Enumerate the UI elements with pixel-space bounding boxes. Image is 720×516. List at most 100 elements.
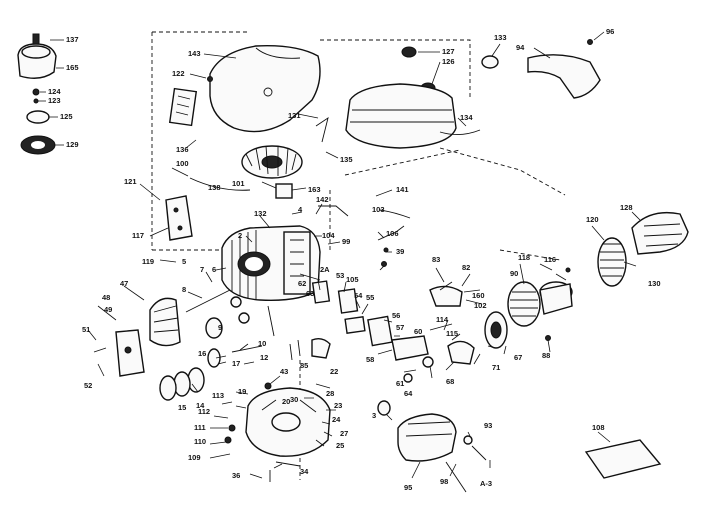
part-label-2: 2 [238, 231, 242, 240]
part-label-62: 62 [298, 279, 306, 288]
part-label-61: 61 [396, 379, 404, 388]
part-label-5: 5 [182, 257, 186, 266]
part-label-131: 131 [288, 111, 301, 120]
part-label-6: 6 [212, 265, 216, 274]
part-label-138: 138 [208, 183, 221, 192]
piston-crank-assembly [115, 289, 263, 401]
part-label-130: 130 [648, 279, 661, 288]
part-label-128: 128 [620, 203, 633, 212]
part-label-116: 116 [544, 255, 556, 264]
part-label-48: 48 [102, 293, 110, 302]
part-label-56: 56 [392, 311, 400, 320]
part-label-43: 43 [280, 367, 288, 376]
part-label-108: 108 [592, 423, 605, 432]
part-label-3: 3 [372, 411, 376, 420]
engine-block [165, 195, 411, 301]
part-label-12: 12 [260, 353, 268, 362]
part-label-16: 16 [198, 349, 206, 358]
part-label-123: 123 [48, 96, 61, 105]
part-label-129: 129 [66, 140, 79, 149]
part-label-132: 132 [254, 209, 267, 218]
part-label-67: 67 [514, 353, 522, 362]
air-filter-assembly [377, 400, 662, 493]
part-label-63: 63 [306, 289, 314, 298]
part-label-114: 114 [436, 315, 449, 324]
part-label-136: 136 [176, 145, 189, 154]
part-label-36: 36 [232, 471, 240, 480]
flywheel [189, 145, 303, 199]
part-label-117: 117 [132, 231, 144, 240]
part-label-101: 101 [232, 179, 245, 188]
part-label-2A: 2A [320, 265, 330, 274]
leader-lines [38, 31, 641, 479]
part-label-143: 143 [188, 49, 201, 58]
part-label-122: 122 [172, 69, 185, 78]
part-label-82: 82 [462, 263, 470, 272]
part-label-102: 102 [474, 301, 487, 310]
part-label-99: 99 [342, 237, 350, 246]
part-label-98: 98 [440, 477, 448, 486]
part-label-85: 85 [300, 361, 308, 370]
part-label-134: 134 [460, 113, 473, 122]
part-label-113: 113 [212, 391, 224, 400]
part-label-53: 53 [336, 271, 344, 280]
part-label-112: 112 [198, 407, 210, 416]
owners-manual [584, 439, 662, 479]
part-label-127: 127 [442, 47, 455, 56]
part-label-8: 8 [182, 285, 186, 294]
part-label-100: 100 [176, 159, 189, 168]
part-label-96: 96 [606, 27, 614, 36]
part-label-94: 94 [516, 43, 525, 52]
part-label-20: 20 [282, 397, 290, 406]
part-label-10: 10 [258, 339, 266, 348]
part-label-135: 135 [340, 155, 353, 164]
part-label-103: 103 [372, 205, 385, 214]
part-label-58: 58 [366, 355, 374, 364]
part-label-19: 19 [238, 387, 246, 396]
muffler-assembly [484, 211, 689, 349]
part-label-165: 165 [66, 63, 79, 72]
part-number-labels: 137 165 124 123 125 129 143 122 136 127 … [48, 27, 661, 492]
part-label-133: 133 [494, 33, 507, 42]
part-label-25: 25 [336, 441, 344, 450]
part-label-93: 93 [484, 421, 492, 430]
part-label-68: 68 [446, 377, 454, 386]
part-label-95: 95 [404, 483, 412, 492]
part-label-83: 83 [432, 255, 440, 264]
part-label-109: 109 [188, 453, 201, 462]
part-label-22: 22 [330, 367, 338, 376]
part-label-104: 104 [322, 231, 335, 240]
part-label-54: 54 [354, 291, 363, 300]
part-label-121: 121 [124, 177, 137, 186]
part-label-15: 15 [178, 403, 186, 412]
part-label-163: 163 [308, 185, 321, 194]
part-label-57: 57 [396, 323, 404, 332]
part-label-137: 137 [66, 35, 79, 44]
part-label-142: 142 [316, 195, 329, 204]
part-label-23: 23 [334, 401, 342, 410]
part-label-A-3: A-3 [480, 479, 492, 488]
part-label-60: 60 [414, 327, 422, 336]
part-label-7: 7 [200, 265, 204, 274]
part-label-105: 105 [346, 275, 359, 284]
part-label-111: 111 [194, 423, 206, 432]
part-label-47: 47 [120, 279, 128, 288]
part-label-90: 90 [510, 269, 518, 278]
part-label-34: 34 [300, 467, 309, 476]
part-label-106: 106 [386, 229, 399, 238]
part-label-64: 64 [404, 389, 413, 398]
part-label-49: 49 [104, 305, 112, 314]
part-label-30: 30 [290, 395, 298, 404]
part-label-120: 120 [586, 215, 599, 224]
part-label-71: 71 [492, 363, 500, 372]
part-label-27: 27 [340, 429, 348, 438]
part-label-160: 160 [472, 291, 485, 300]
part-label-28: 28 [326, 389, 334, 398]
part-label-51: 51 [82, 325, 90, 334]
part-label-17: 17 [232, 359, 240, 368]
part-label-39: 39 [396, 247, 404, 256]
part-label-115: 115 [446, 329, 458, 338]
part-label-52: 52 [84, 381, 92, 390]
blower-housing [168, 45, 321, 133]
